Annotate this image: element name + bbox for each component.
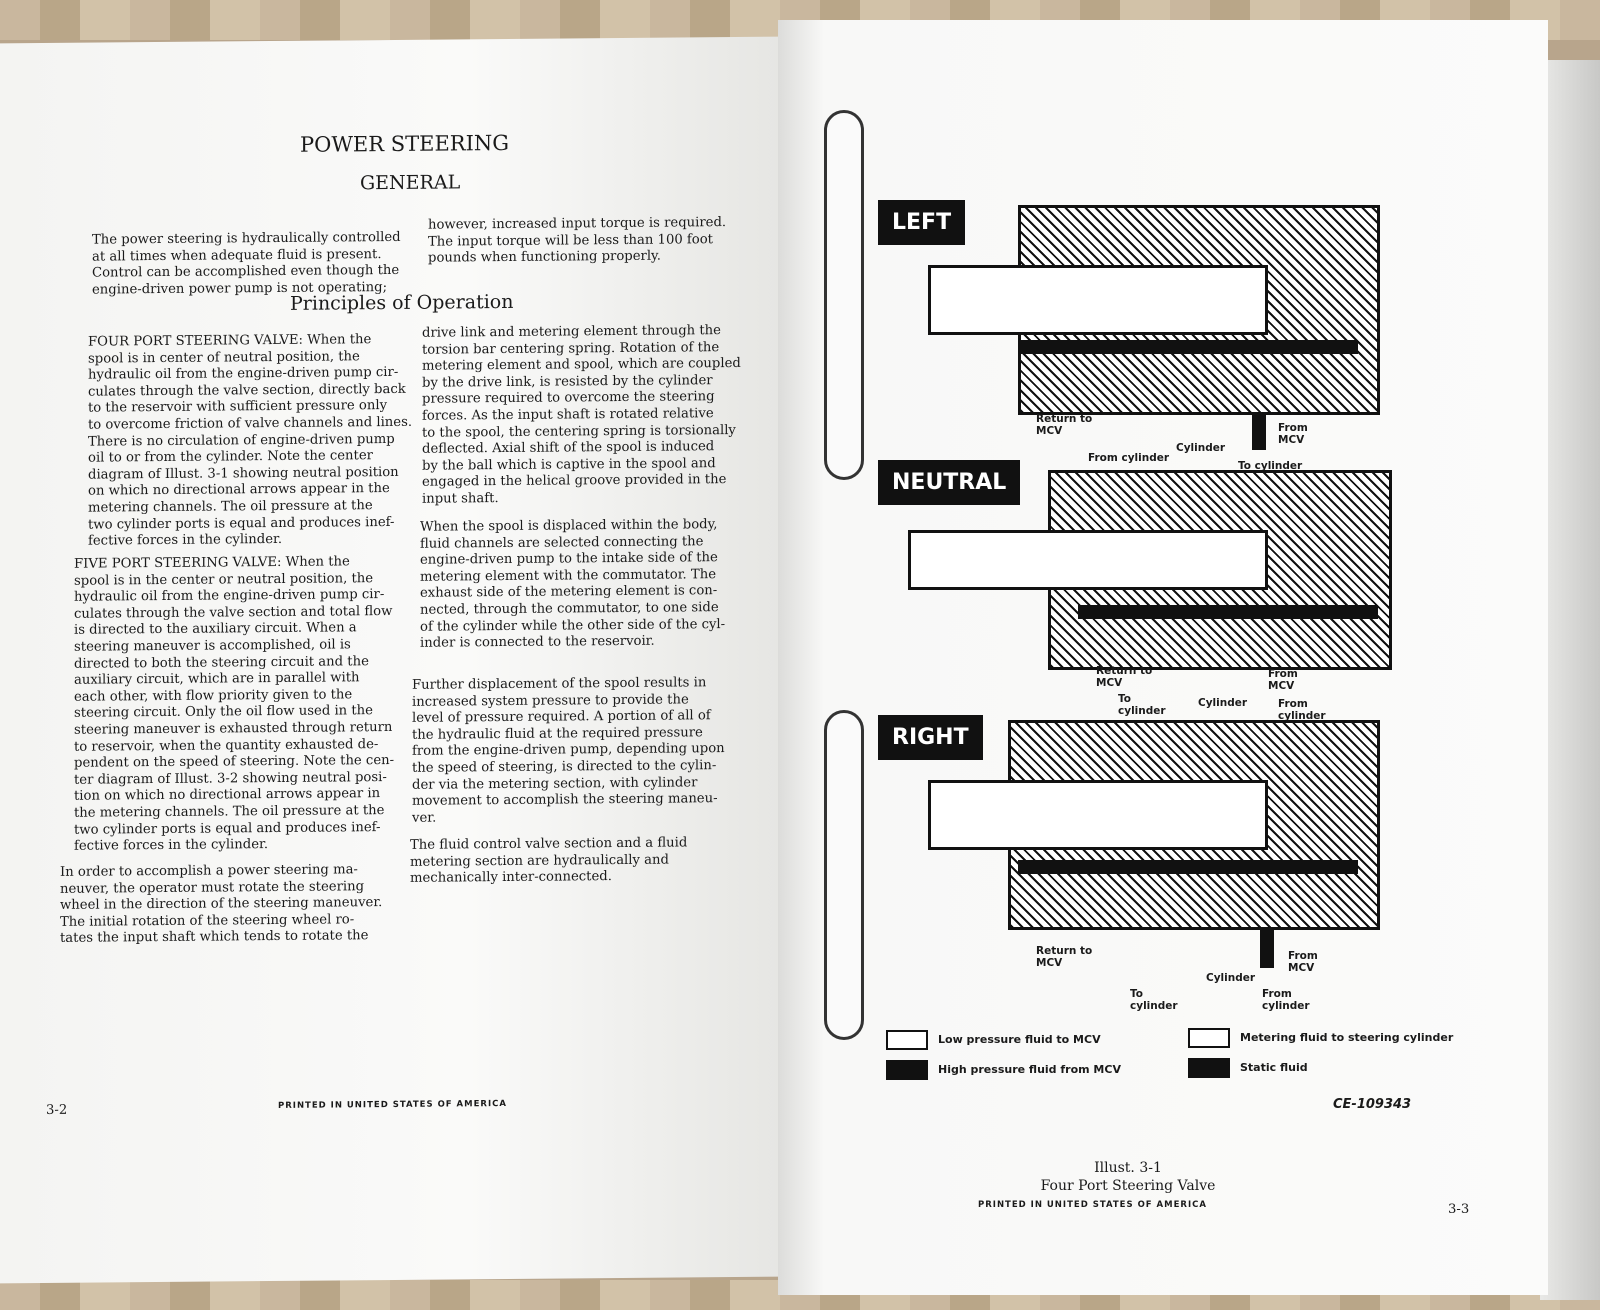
drive-link-paragraph: drive link and metering element through …: [422, 323, 741, 507]
right-page: LEFT Return to MCV Cylinder From MCV Fro…: [778, 20, 1548, 1295]
maneuver-paragraph: In order to accomplish a power steering …: [60, 862, 383, 947]
diagram-label: To cylinder: [1118, 693, 1166, 717]
figure-code: CE-109343: [1333, 1097, 1412, 1112]
principles-heading: Principles of Operation: [290, 290, 514, 315]
five-port-paragraph: FIVE PORT STEERING VALVE: When the spool…: [74, 554, 395, 854]
fluid-port: [1252, 415, 1266, 450]
page-title: POWER STEERING: [300, 130, 510, 157]
fluid-channel: [1018, 860, 1358, 874]
legend-swatch-high-pressure: [886, 1060, 928, 1080]
fluid-channel: [1018, 340, 1358, 354]
caption-title: Four Port Steering Valve: [1040, 1178, 1216, 1194]
diagram-tag-right: RIGHT: [878, 715, 983, 760]
intro-column-1: The power steering is hydraulically cont…: [92, 229, 401, 298]
diagram-label: Return to MCV: [1096, 665, 1153, 689]
diagram-label: From MCV: [1288, 950, 1318, 974]
spool-displaced-paragraph: When the spool is displaced within the b…: [420, 517, 726, 651]
legend-label: Low pressure fluid to MCV: [938, 1033, 1101, 1046]
input-shaft: [928, 265, 1268, 335]
page-number: 3-3: [1448, 1202, 1470, 1217]
page-number: 3-2: [46, 1102, 68, 1119]
footer: PRINTED IN UNITED STATES OF AMERICA: [278, 1098, 507, 1111]
diagram-label: Cylinder: [1206, 972, 1256, 984]
diagram-label: Return to MCV: [1036, 945, 1093, 969]
input-shaft: [928, 780, 1268, 850]
diagram-label: From cylinder: [1088, 452, 1170, 464]
four-port-paragraph: FOUR PORT STEERING VALVE: When the spool…: [88, 332, 413, 549]
caption-number: Illust. 3-1: [1094, 1160, 1162, 1176]
legend-label: Metering fluid to steering cylinder: [1240, 1031, 1454, 1044]
diagram-label: Cylinder: [1198, 697, 1248, 709]
fluid-channel: [1078, 605, 1378, 619]
legend-swatch-metering: [1188, 1028, 1230, 1048]
steering-wheel-icon: [824, 710, 864, 1040]
diagram-label: Return to MCV: [1036, 413, 1093, 437]
legend-swatch-low-pressure: [886, 1030, 928, 1050]
legend-swatch-static: [1188, 1058, 1230, 1078]
diagram-label: From MCV: [1268, 668, 1298, 692]
footer: PRINTED IN UNITED STATES OF AMERICA: [978, 1200, 1207, 1210]
diagram-tag-left: LEFT: [878, 200, 966, 245]
legend-label: Static fluid: [1240, 1061, 1308, 1074]
diagram-label: From cylinder: [1278, 698, 1326, 722]
diagram-label: From MCV: [1278, 422, 1308, 446]
steering-wheel-icon: [824, 110, 864, 480]
interconnected-paragraph: The fluid control valve section and a fl…: [410, 835, 688, 887]
diagram-tag-neutral: NEUTRAL: [878, 460, 1021, 505]
diagram-label: Cylinder: [1176, 442, 1226, 454]
input-shaft: [908, 530, 1268, 590]
diagram-label: To cylinder: [1130, 988, 1178, 1012]
diagram-label: To cylinder: [1238, 460, 1303, 472]
intro-column-2: however, increased input torque is requi…: [428, 215, 727, 266]
diagram-label: From cylinder: [1262, 988, 1310, 1012]
page-stack-edge: [1540, 60, 1600, 1300]
section-title: GENERAL: [360, 171, 461, 195]
fluid-port: [1260, 930, 1274, 968]
further-displacement-paragraph: Further displacement of the spool result…: [412, 675, 725, 826]
legend-label: High pressure fluid from MCV: [938, 1063, 1121, 1076]
left-page: POWER STEERING GENERAL The power steerin…: [0, 36, 780, 1284]
